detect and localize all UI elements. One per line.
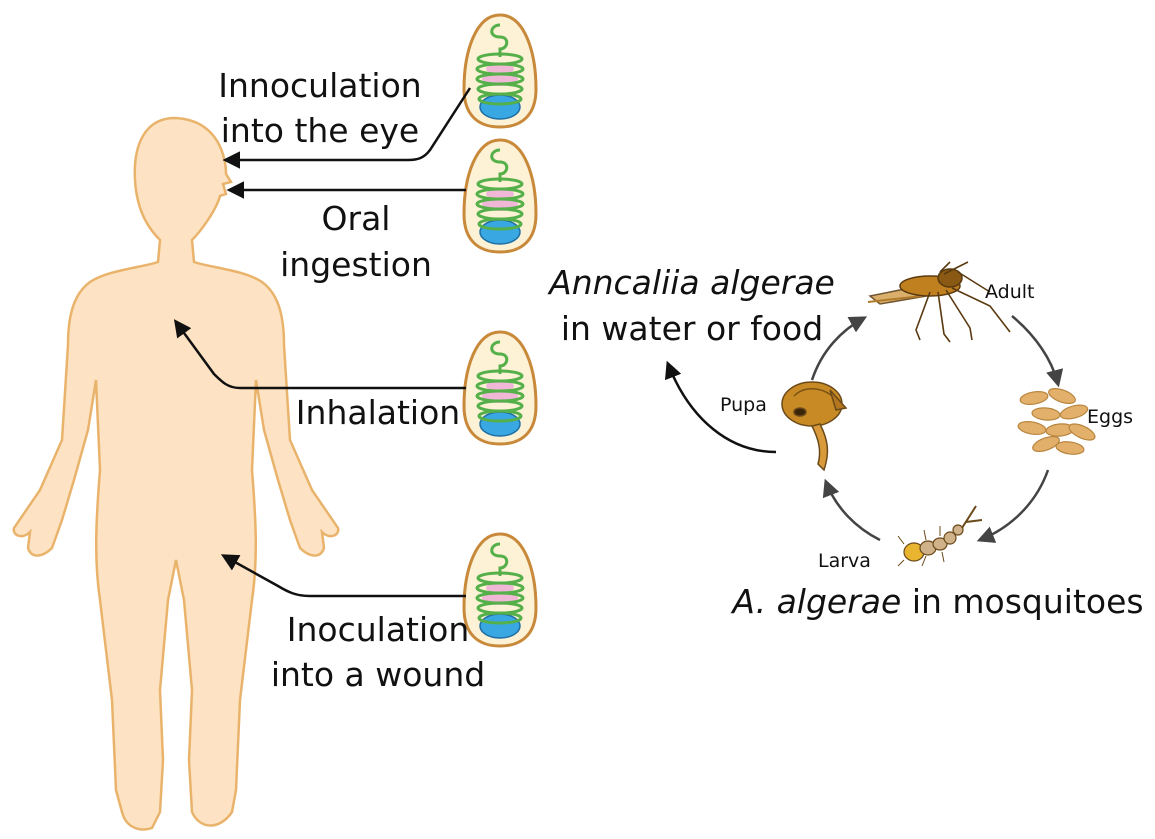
label-eye-line2: into the eye <box>221 111 419 150</box>
label-inhalation: Inhalation <box>296 393 460 432</box>
eggs-icon <box>1017 386 1097 456</box>
larva-icon <box>898 506 982 566</box>
arrow-wound <box>224 556 466 596</box>
label-species: Anncaliia algerae <box>547 263 835 302</box>
cycle-arrow-eggs-larva <box>980 470 1048 540</box>
spore-icon <box>464 534 536 646</box>
label-wound-line2: into a wound <box>271 655 485 694</box>
label-eggs: Eggs <box>1087 406 1133 428</box>
cycle-arrow-larva-pupa <box>826 482 880 540</box>
spore-icon <box>464 332 536 444</box>
label-pupa: Pupa <box>720 394 767 416</box>
pupa-icon <box>782 382 846 470</box>
caption-species: A. algerae <box>730 582 901 621</box>
spore-icon <box>464 140 536 252</box>
label-wound-line1: Inoculation <box>287 610 470 649</box>
label-larva: Larva <box>818 550 871 572</box>
spore-icon <box>464 15 536 127</box>
label-adult: Adult <box>985 281 1035 303</box>
label-oral-line2: ingestion <box>280 245 432 284</box>
label-mosquito-caption: A. algerae in mosquitoes <box>730 582 1143 621</box>
label-eye-line1: Innoculation <box>218 66 421 105</box>
human-body <box>14 118 339 829</box>
label-water-food: in water or food <box>561 309 823 348</box>
caption-rest: in mosquitoes <box>901 582 1143 621</box>
cycle-arrow-adult-eggs <box>1012 316 1058 384</box>
label-oral-line1: Oral <box>322 199 391 238</box>
